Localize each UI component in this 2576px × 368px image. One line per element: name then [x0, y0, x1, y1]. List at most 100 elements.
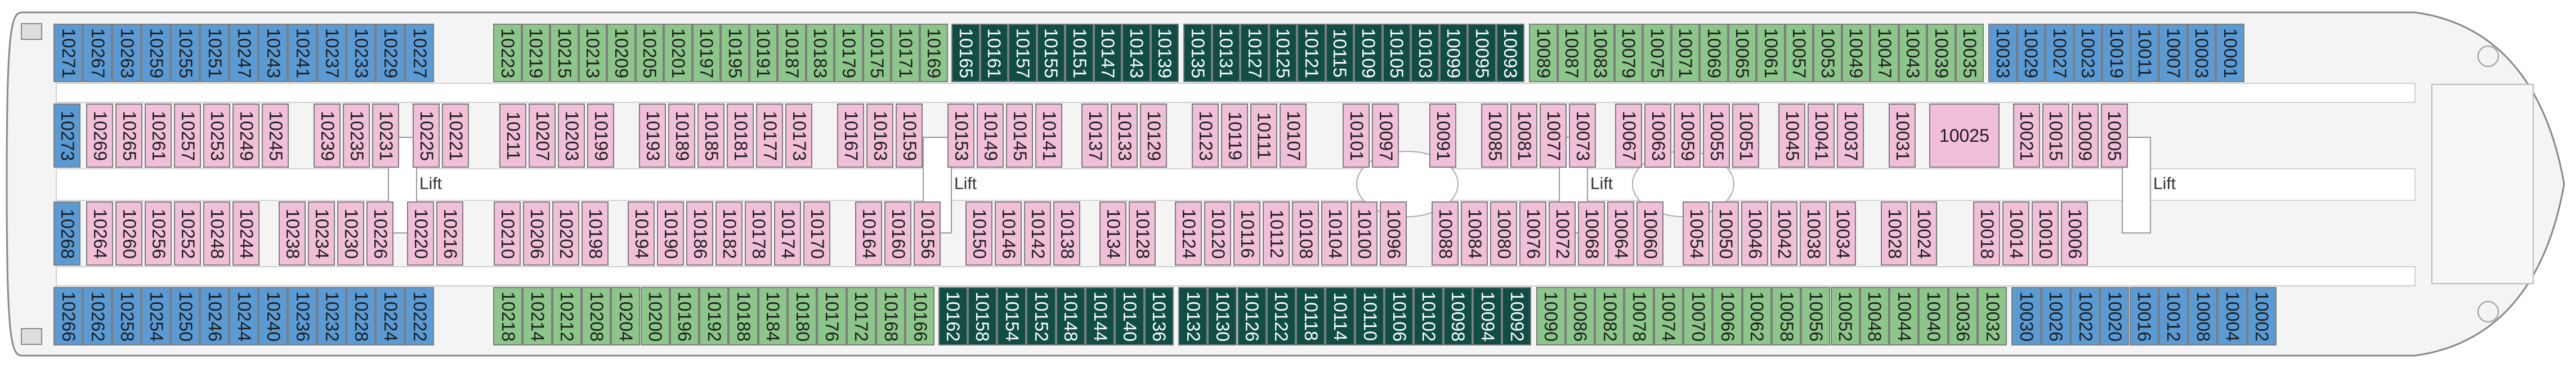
cabin-10240[interactable]: 10240 [258, 287, 288, 345]
cabin-10135[interactable]: 10135 [1183, 24, 1212, 82]
cabin-10221[interactable]: 10221 [442, 104, 469, 168]
cabin-10009[interactable]: 10009 [2071, 104, 2099, 168]
cabin-10238[interactable]: 10238 [279, 201, 306, 266]
cabin-10167[interactable]: 10167 [837, 104, 864, 168]
cabin-10020[interactable]: 10020 [2100, 287, 2130, 345]
cabin-10189[interactable]: 10189 [668, 104, 695, 168]
cabin-10103[interactable]: 10103 [1411, 24, 1439, 82]
cabin-10237[interactable]: 10237 [317, 24, 346, 82]
cabin-10123[interactable]: 10123 [1192, 104, 1219, 168]
cabin-10064[interactable]: 10064 [1607, 201, 1634, 266]
cabin-10253[interactable]: 10253 [203, 104, 230, 168]
cabin-10192[interactable]: 10192 [699, 287, 729, 345]
cabin-10133[interactable]: 10133 [1111, 104, 1138, 168]
cabin-10151[interactable]: 10151 [1065, 24, 1094, 82]
cabin-10230[interactable]: 10230 [337, 201, 364, 266]
cabin-10056[interactable]: 10056 [1801, 287, 1831, 345]
cabin-10224[interactable]: 10224 [375, 287, 405, 345]
cabin-10072[interactable]: 10072 [1549, 201, 1576, 266]
cabin-10054[interactable]: 10054 [1683, 201, 1710, 266]
cabin-10041[interactable]: 10041 [1808, 104, 1835, 168]
cabin-10163[interactable]: 10163 [866, 104, 893, 168]
cabin-10247[interactable]: 10247 [229, 24, 258, 82]
cabin-10037[interactable]: 10037 [1837, 104, 1864, 168]
cabin-10105[interactable]: 10105 [1382, 24, 1411, 82]
cabin-10160[interactable]: 10160 [884, 201, 911, 266]
cabin-10203[interactable]: 10203 [558, 104, 585, 168]
cabin-10208[interactable]: 10208 [581, 287, 611, 345]
cabin-10164[interactable]: 10164 [855, 201, 882, 266]
cabin-10131[interactable]: 10131 [1211, 24, 1240, 82]
cabin-10216[interactable]: 10216 [436, 201, 463, 266]
cabin-10057[interactable]: 10057 [1785, 24, 1813, 82]
cabin-10075[interactable]: 10075 [1643, 24, 1671, 82]
cabin-10153[interactable]: 10153 [947, 104, 974, 168]
cabin-10228[interactable]: 10228 [346, 287, 375, 345]
cabin-10043[interactable]: 10043 [1898, 24, 1927, 82]
cabin-10001[interactable]: 10001 [2216, 24, 2244, 82]
cabin-10065[interactable]: 10065 [1728, 24, 1756, 82]
cabin-10024[interactable]: 10024 [1910, 201, 1937, 266]
cabin-10122[interactable]: 10122 [1266, 287, 1296, 345]
cabin-10028[interactable]: 10028 [1881, 201, 1908, 266]
cabin-10190[interactable]: 10190 [657, 201, 684, 266]
cabin-10241[interactable]: 10241 [288, 24, 317, 82]
cabin-10159[interactable]: 10159 [896, 104, 923, 168]
cabin-10273[interactable]: 10273 [53, 104, 80, 168]
cabin-10235[interactable]: 10235 [343, 104, 370, 168]
cabin-10140[interactable]: 10140 [1115, 287, 1144, 345]
cabin-10073[interactable]: 10073 [1569, 104, 1596, 168]
cabin-10129[interactable]: 10129 [1140, 104, 1167, 168]
cabin-10233[interactable]: 10233 [346, 24, 375, 82]
cabin-10166[interactable]: 10166 [905, 287, 935, 345]
cabin-10099[interactable]: 10099 [1439, 24, 1468, 82]
cabin-10236[interactable]: 10236 [288, 287, 317, 345]
cabin-10126[interactable]: 10126 [1237, 287, 1267, 345]
cabin-10185[interactable]: 10185 [697, 104, 724, 168]
cabin-10202[interactable]: 10202 [552, 201, 579, 266]
cabin-10139[interactable]: 10139 [1150, 24, 1179, 82]
cabin-10033[interactable]: 10033 [1988, 24, 2017, 82]
cabin-10032[interactable]: 10032 [1978, 287, 2007, 345]
cabin-10239[interactable]: 10239 [314, 104, 341, 168]
cabin-10231[interactable]: 10231 [372, 104, 399, 168]
cabin-10156[interactable]: 10156 [914, 201, 941, 266]
cabin-10048[interactable]: 10048 [1859, 287, 1890, 345]
cabin-10254[interactable]: 10254 [141, 287, 171, 345]
cabin-10116[interactable]: 10116 [1233, 201, 1260, 266]
cabin-10094[interactable]: 10094 [1472, 287, 1502, 345]
cabin-10109[interactable]: 10109 [1354, 24, 1383, 82]
cabin-10078[interactable]: 10078 [1624, 287, 1654, 345]
cabin-10220[interactable]: 10220 [407, 201, 434, 266]
cabin-10092[interactable]: 10092 [1502, 287, 1532, 345]
cabin-10079[interactable]: 10079 [1614, 24, 1643, 82]
cabin-10154[interactable]: 10154 [997, 287, 1027, 345]
cabin-10188[interactable]: 10188 [728, 287, 758, 345]
cabin-10118[interactable]: 10118 [1296, 287, 1326, 345]
cabin-10114[interactable]: 10114 [1325, 287, 1355, 345]
cabin-10218[interactable]: 10218 [493, 287, 523, 345]
cabin-10012[interactable]: 10012 [2158, 287, 2189, 345]
cabin-10095[interactable]: 10095 [1468, 24, 1496, 82]
cabin-10042[interactable]: 10042 [1770, 201, 1797, 266]
cabin-10025[interactable]: 10025 [1929, 104, 2000, 168]
cabin-10086[interactable]: 10086 [1565, 287, 1595, 345]
cabin-10124[interactable]: 10124 [1175, 201, 1202, 266]
cabin-10051[interactable]: 10051 [1732, 104, 1759, 168]
cabin-10108[interactable]: 10108 [1292, 201, 1319, 266]
cabin-10093[interactable]: 10093 [1496, 24, 1524, 82]
cabin-10027[interactable]: 10027 [2045, 24, 2074, 82]
cabin-10100[interactable]: 10100 [1350, 201, 1378, 266]
cabin-10142[interactable]: 10142 [1024, 201, 1051, 266]
cabin-10180[interactable]: 10180 [788, 287, 817, 345]
cabin-10193[interactable]: 10193 [639, 104, 666, 168]
cabin-10248[interactable]: 10248 [203, 201, 230, 266]
cabin-10198[interactable]: 10198 [582, 201, 609, 266]
cabin-10250[interactable]: 10250 [171, 287, 200, 345]
cabin-10178[interactable]: 10178 [745, 201, 772, 266]
cabin-10121[interactable]: 10121 [1297, 24, 1326, 82]
cabin-10176[interactable]: 10176 [817, 287, 847, 345]
cabin-10169[interactable]: 10169 [919, 24, 948, 82]
cabin-10130[interactable]: 10130 [1208, 287, 1237, 345]
cabin-10019[interactable]: 10019 [2102, 24, 2131, 82]
